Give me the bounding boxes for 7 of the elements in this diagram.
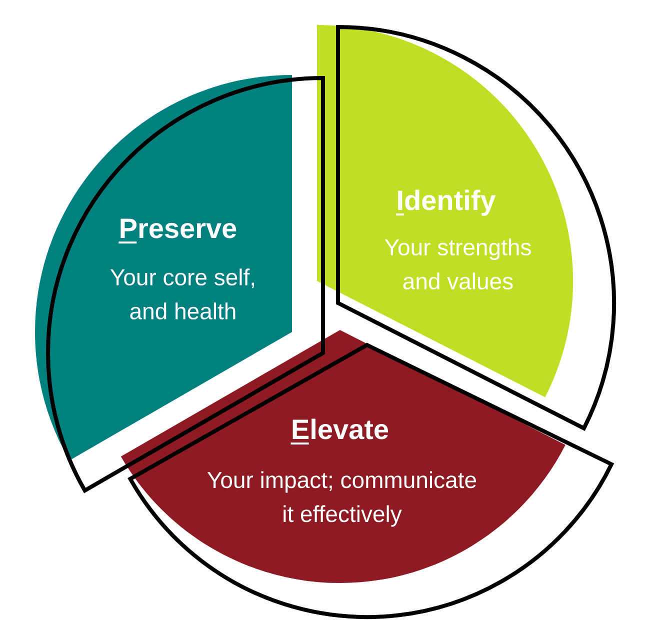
segment-text: Your strengths and values xyxy=(384,238,531,290)
segment-title: Preserve xyxy=(118,218,236,244)
segment-text: Your core self, and health xyxy=(110,268,254,320)
segment-title: Identify xyxy=(396,190,496,216)
segment-text: Your impact; communicate it effectively xyxy=(207,471,476,527)
segment-title: Elevate xyxy=(290,418,388,444)
pie-segment xyxy=(120,330,614,619)
